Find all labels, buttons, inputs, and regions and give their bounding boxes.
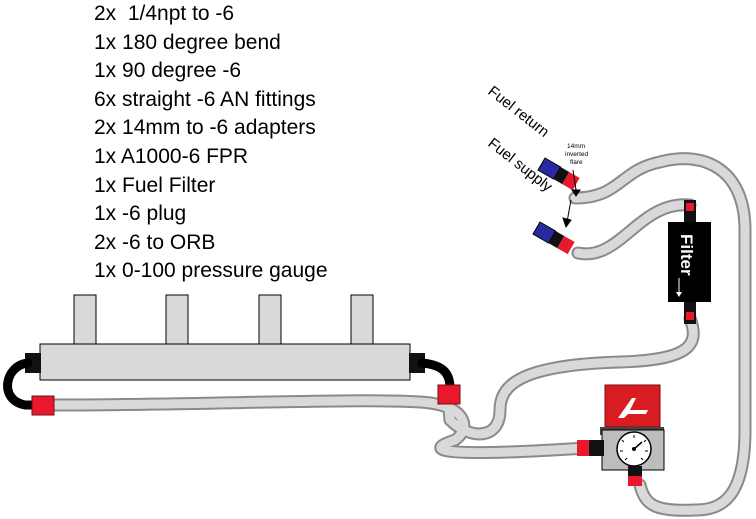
injector-boss	[258, 294, 282, 348]
rail-end-fitting-left	[25, 353, 41, 373]
parts-list-item: 1x 90 degree -6	[94, 59, 242, 83]
parts-list-item: 2x -6 to ORB	[94, 230, 216, 254]
parts-list-item: 2x 14mm to -6 adapters	[94, 116, 316, 140]
injector-boss	[350, 294, 374, 348]
red-fitting	[628, 476, 642, 486]
flow-arrows	[562, 169, 581, 229]
hoses	[48, 152, 752, 517]
adapter-note: 14mm	[567, 143, 585, 150]
injector-boss	[73, 294, 97, 348]
rail-180-bend	[3, 358, 40, 410]
parts-list-item: 1x Fuel Filter	[94, 173, 216, 197]
parts-list-item: 2x 1/4npt to -6	[94, 2, 235, 25]
regulator-body	[604, 384, 661, 428]
parts-list-item: 6x straight -6 AN fittings	[94, 87, 316, 111]
rail-90-bend	[417, 358, 455, 393]
adapter-note: inverted	[565, 151, 589, 158]
fuel-return-label: Fuel return	[485, 83, 553, 141]
supply-fitting	[532, 221, 575, 255]
return-fitting	[537, 157, 580, 191]
red-fitting	[437, 384, 461, 405]
parts-list-item: 1x 0-100 pressure gauge	[94, 259, 328, 283]
parts-list-item: 1x A1000-6 FPR	[94, 144, 249, 168]
filter-label: Filter	[677, 234, 696, 276]
fuel-pressure-regulator	[577, 384, 665, 486]
injector-boss	[165, 294, 189, 348]
filter-body	[668, 222, 711, 302]
parts-list: 2x 1/4npt to -6 1x 180 degree bend 1x 90…	[94, 0, 328, 286]
adapter-note: flare	[570, 159, 583, 166]
fuel-rail	[3, 294, 461, 416]
regulator-logo-icon	[618, 398, 648, 418]
red-fitting	[31, 395, 55, 416]
rail-end-fitting-right	[409, 353, 425, 373]
parts-list-item: 1x 180 degree bend	[94, 30, 281, 54]
fuel-filter: Filter	[668, 200, 711, 324]
red-fitting	[577, 440, 589, 456]
parts-list-item: 1x -6 plug	[94, 202, 187, 226]
rail-body	[39, 343, 411, 381]
